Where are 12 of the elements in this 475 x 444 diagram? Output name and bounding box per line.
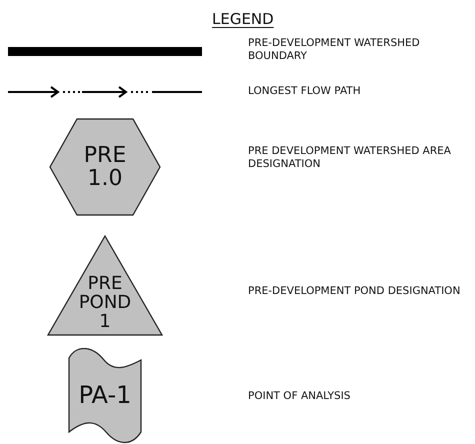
- triangle-symbol: [47, 235, 163, 336]
- legend-label: POINT OF ANALYSIS: [248, 390, 352, 403]
- wavy-flag-symbol: [68, 348, 142, 444]
- hexagon-symbol: [49, 118, 161, 216]
- symbol-label: PRE POND 1: [78, 275, 132, 332]
- symbol-label: PRE 1.0: [82, 144, 128, 190]
- legend-label: PRE DEVELOPMENT WATERSHED AREA DESIGNATION: [248, 145, 452, 171]
- symbol-label: PA-1: [78, 383, 132, 409]
- legend-label: LONGEST FLOW PATH: [248, 85, 362, 98]
- legend-label: PRE-DEVELOPMENT WATERSHED BOUNDARY: [248, 37, 421, 63]
- legend-title: LEGEND: [212, 10, 274, 28]
- legend-label: PRE-DEVELOPMENT POND DESIGNATION: [248, 285, 462, 298]
